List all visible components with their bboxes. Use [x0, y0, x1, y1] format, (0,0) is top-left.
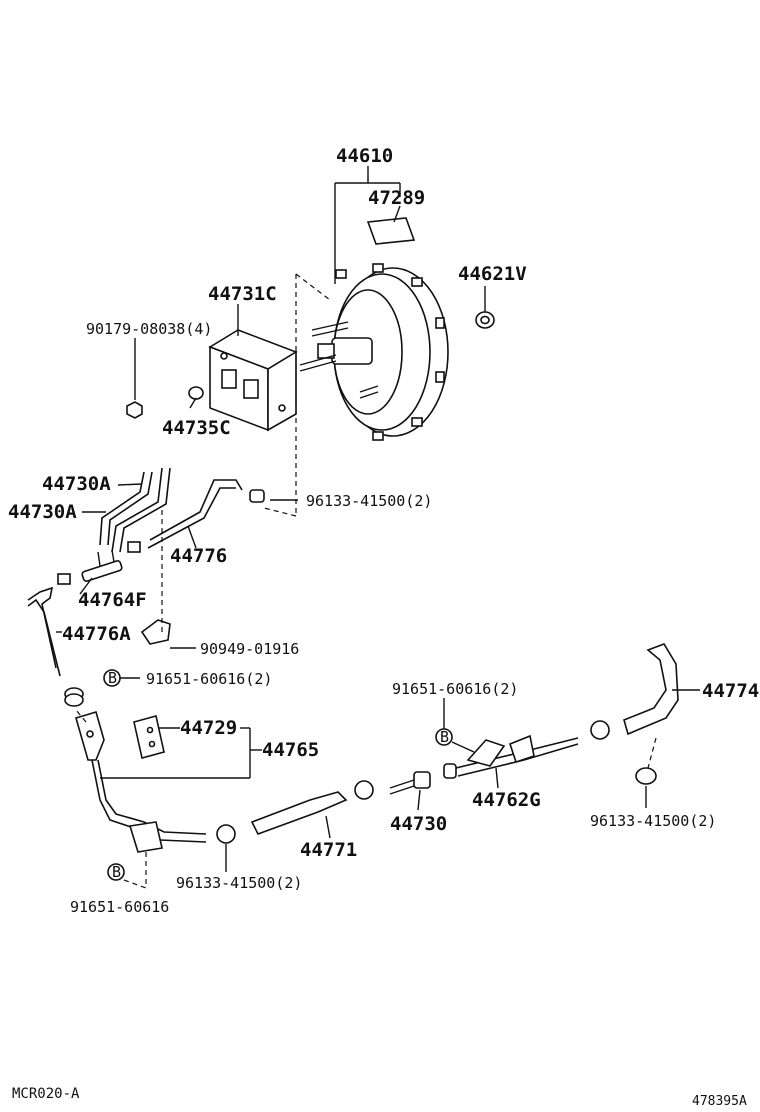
label-44762g: 44762G: [472, 789, 541, 811]
label-44610: 44610: [336, 145, 393, 167]
label-44765: 44765: [262, 739, 319, 761]
label-44729: 44729: [180, 717, 237, 739]
nut-90179: [126, 401, 143, 419]
label-47289: 47289: [368, 187, 425, 209]
grommet-44621v: [475, 311, 495, 329]
label-96133-41500-top: 96133-41500(2): [306, 492, 432, 510]
label-91651-60616-left: 91651-60616(2): [146, 670, 272, 688]
label-44774: 44774: [702, 680, 759, 702]
label-44776a: 44776A: [62, 623, 131, 645]
brake-booster-assembly: [299, 263, 449, 441]
spacer-44731c: [208, 329, 298, 432]
label-90949-01916: 90949-01916: [200, 640, 299, 658]
bolt-symbol-left: B: [108, 669, 117, 687]
bolt-symbol-bottom: B: [112, 863, 121, 881]
label-44730a-2: 44730A: [8, 501, 77, 523]
gasket-47289: [366, 217, 416, 245]
label-96133-41500-bottom: 96133-41500(2): [176, 874, 302, 892]
dashed-guides: [75, 273, 657, 889]
label-44771: 44771: [300, 839, 357, 861]
leader-lines: [56, 166, 700, 872]
label-44621v: 44621V: [458, 263, 527, 285]
label-91651-60616-bottom: 91651-60616: [70, 898, 169, 916]
label-44730a-1: 44730A: [42, 473, 111, 495]
label-90179-08038: 90179-08038(4): [86, 320, 212, 338]
label-44764f: 44764F: [78, 589, 147, 611]
label-44735c: 44735C: [162, 417, 231, 439]
washer-44735c: [188, 386, 204, 400]
label-96133-41500-right: 96133-41500(2): [590, 812, 716, 830]
vacuum-hoses: [27, 467, 679, 853]
label-91651-60616-mid: 91651-60616(2): [392, 680, 518, 698]
label-44776: 44776: [170, 545, 227, 567]
label-44731c: 44731C: [208, 283, 277, 305]
diagram-code-left: MCR020-A: [12, 1086, 80, 1102]
bolt-symbol-mid: B: [440, 728, 449, 746]
diagram-code-right: 478395A: [692, 1094, 747, 1109]
label-44730: 44730: [390, 813, 447, 835]
